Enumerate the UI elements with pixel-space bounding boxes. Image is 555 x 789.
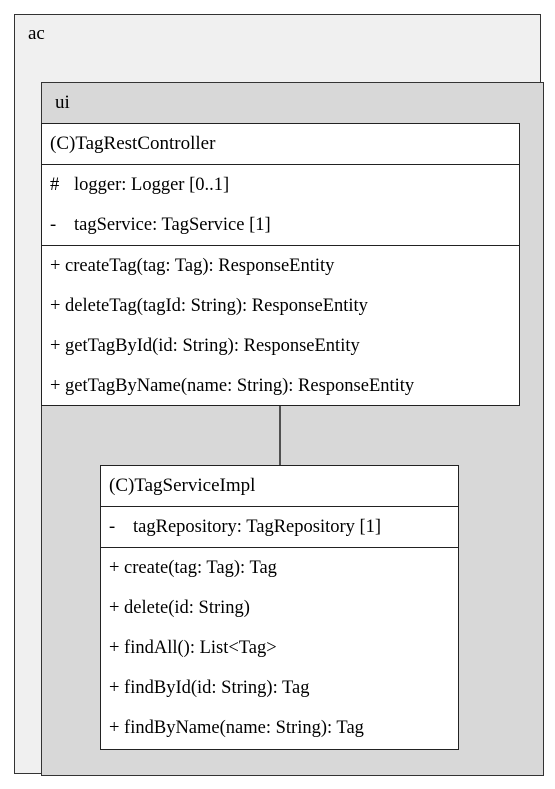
operation-compartment: + createTag(tag: Tag): ResponseEntity + … bbox=[42, 245, 519, 406]
package-ui-label: ui bbox=[55, 92, 70, 113]
operation-compartment: + create(tag: Tag): Tag + delete(id: Str… bbox=[101, 547, 458, 748]
class-tag-rest-controller[interactable]: (C)TagRestController # logger: Logger [0.… bbox=[41, 123, 520, 406]
operation-row: + createTag(tag: Tag): ResponseEntity bbox=[50, 256, 335, 276]
package-ac-label: ac bbox=[28, 23, 45, 44]
attribute-compartment: # logger: Logger [0..1] -tagService: TagS… bbox=[42, 164, 519, 245]
class-name: (C)TagRestController bbox=[50, 133, 216, 154]
attribute-row: -tagRepository: TagRepository [1] bbox=[101, 507, 458, 547]
operation-row: + delete(id: String) bbox=[109, 598, 250, 618]
operation-row: + findByName(name: String): Tag bbox=[109, 718, 364, 738]
visibility-marker: - bbox=[109, 517, 116, 537]
attribute-row: # logger: Logger [0..1] bbox=[42, 165, 519, 205]
visibility-marker: - bbox=[50, 215, 57, 235]
attribute-text: tagService: TagService [1] bbox=[74, 215, 271, 235]
operation-row: + findById(id: String): Tag bbox=[109, 678, 310, 698]
operation-row: + deleteTag(tagId: String): ResponseEnti… bbox=[50, 296, 368, 316]
attribute-text: logger: Logger [0..1] bbox=[74, 175, 230, 195]
operation-row: + getTagByName(name: String): ResponseEn… bbox=[50, 376, 415, 396]
class-tag-service-impl[interactable]: (C)TagServiceImpl -tagRepository: TagRep… bbox=[100, 465, 459, 750]
class-name: (C)TagServiceImpl bbox=[109, 475, 256, 496]
operation-row: + findAll(): List<Tag> bbox=[109, 638, 277, 658]
attribute-row: -tagService: TagService [1] bbox=[42, 205, 519, 245]
operation-row: + getTagById(id: String): ResponseEntity bbox=[50, 336, 360, 356]
attribute-text: tagRepository: TagRepository [1] bbox=[133, 517, 382, 537]
attribute-compartment: -tagRepository: TagRepository [1] bbox=[101, 506, 458, 547]
visibility-marker: # bbox=[50, 175, 60, 195]
operation-row: + create(tag: Tag): Tag bbox=[109, 558, 277, 578]
